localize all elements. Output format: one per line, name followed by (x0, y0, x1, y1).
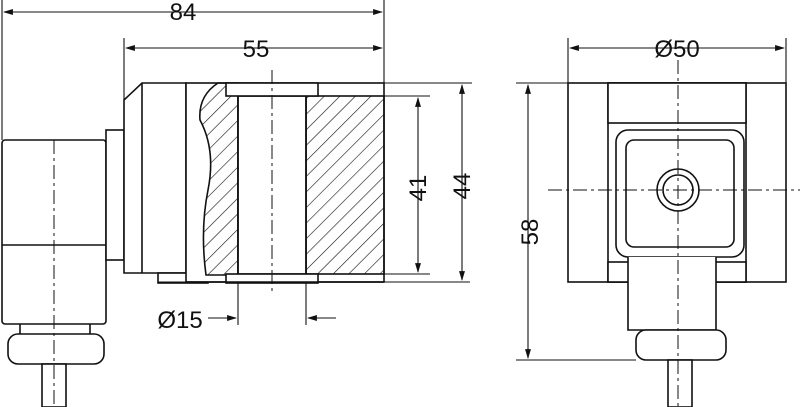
dim-front-height: 58 (517, 219, 544, 246)
center-lines-front (548, 60, 800, 407)
front-view (548, 60, 800, 407)
center-lines-side (53, 70, 273, 407)
dim-body-length: 55 (243, 36, 270, 63)
dim-body-height: 44 (449, 173, 476, 200)
dim-diameter-bore: Ø15 (157, 307, 202, 334)
dimension-lines (1, 0, 787, 361)
coil-section (158, 82, 470, 284)
dim-bore-height: 41 (405, 175, 432, 202)
dim-overall-length: 84 (170, 0, 197, 26)
connector-body (123, 82, 209, 284)
side-view (1, 70, 470, 407)
plug-housing (1, 129, 125, 407)
dim-diameter-outer: Ø50 (654, 36, 699, 63)
